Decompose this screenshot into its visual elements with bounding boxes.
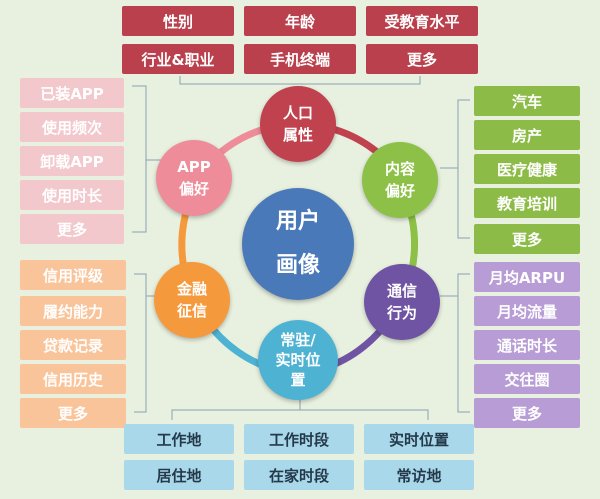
tag-uninstalled-app: 卸载APP — [20, 146, 124, 176]
tag-residence: 居住地 — [124, 460, 234, 490]
node-demographics-line1: 人口 — [282, 104, 313, 122]
tag-work-hours: 工作时段 — [244, 424, 354, 454]
node-telecom: 通信 行为 — [364, 264, 440, 340]
tag-age: 年龄 — [244, 6, 356, 36]
node-demographics: 人口 属性 — [260, 86, 336, 162]
tag-home-hours: 在家时段 — [244, 460, 354, 490]
bracket-location — [171, 400, 429, 420]
node-content-line1: 内容 — [384, 160, 415, 178]
node-location-line3: 置 — [290, 371, 306, 389]
node-telecom-line2: 行为 — [386, 304, 417, 322]
tag-frequent-places: 常访地 — [364, 460, 474, 490]
tag-healthcare: 医疗健康 — [474, 154, 580, 184]
node-demographics-line2: 属性 — [282, 126, 313, 144]
node-content: 内容 偏好 — [362, 142, 438, 218]
bracket-content — [440, 99, 470, 239]
tag-gender: 性别 — [122, 6, 234, 36]
node-finance: 金融 征信 — [154, 262, 230, 338]
tag-credit-rating: 信用评级 — [20, 260, 126, 290]
tag-monthly-data: 月均流量 — [474, 296, 580, 326]
tag-installed-app: 已装APP — [20, 78, 124, 108]
node-finance-line2: 征信 — [176, 302, 207, 320]
tag-real-estate: 房产 — [474, 120, 580, 150]
node-app-line2: 偏好 — [178, 180, 209, 198]
tag-demographics-more: 更多 — [366, 44, 478, 74]
tag-call-duration: 通话时长 — [474, 330, 580, 360]
tag-phone-device: 手机终端 — [244, 44, 356, 74]
tag-realtime-location: 实时位置 — [364, 424, 474, 454]
tag-finance-more: 更多 — [20, 398, 126, 428]
node-location-line1: 常驻/ — [280, 331, 316, 349]
tag-workplace: 工作地 — [124, 424, 234, 454]
tag-education-training: 教育培训 — [474, 188, 580, 218]
bracket-telecom — [440, 273, 470, 413]
bracket-demographics — [179, 76, 421, 85]
tag-telecom-more: 更多 — [474, 398, 580, 428]
bracket-finance — [134, 273, 156, 413]
tag-monthly-arpu: 月均ARPU — [474, 262, 580, 292]
tag-usage-duration: 使用时长 — [20, 180, 124, 210]
tag-content-more: 更多 — [474, 224, 580, 254]
tag-app-more: 更多 — [20, 214, 124, 244]
tag-repayment-ability: 履约能力 — [20, 296, 126, 326]
tag-loan-records: 贷款记录 — [20, 330, 126, 360]
tag-social-circle: 交往圈 — [474, 364, 580, 394]
node-app-line1: APP — [177, 158, 211, 176]
center-line2: 画像 — [275, 253, 320, 278]
node-telecom-line1: 通信 — [386, 282, 417, 300]
tag-usage-frequency: 使用频次 — [20, 112, 124, 142]
node-app: APP 偏好 — [156, 140, 232, 216]
node-content-line2: 偏好 — [384, 182, 415, 200]
node-location: 常驻/ 实时位 置 — [258, 320, 338, 400]
tag-automobile: 汽车 — [474, 86, 580, 116]
bracket-app — [132, 85, 162, 233]
node-location-line2: 实时位 — [275, 351, 321, 369]
tag-credit-history: 信用历史 — [20, 364, 126, 394]
node-finance-line1: 金融 — [176, 280, 207, 298]
tag-education: 受教育水平 — [366, 6, 478, 36]
center-user-profile: 用户 画像 — [242, 188, 354, 300]
tag-industry-occupation: 行业&职业 — [122, 44, 234, 74]
center-line1: 用户 — [275, 209, 320, 234]
